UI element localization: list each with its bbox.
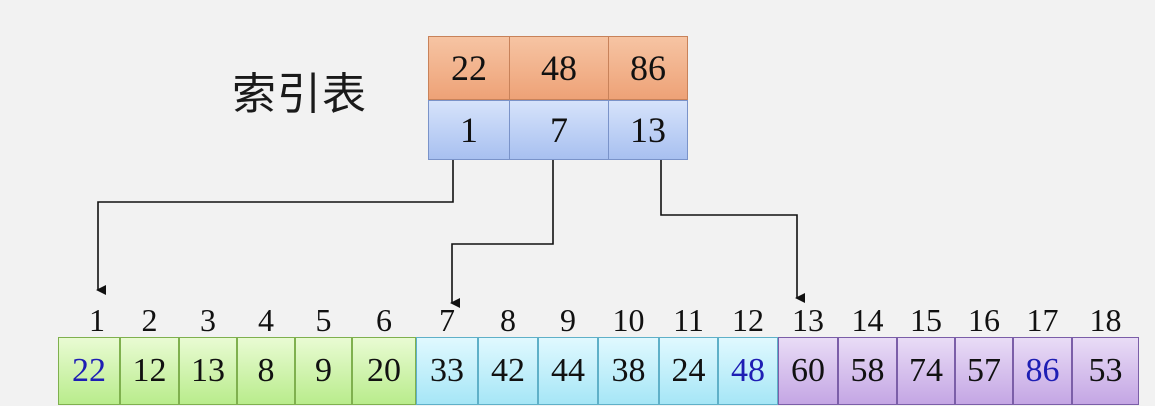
array-index-label: 10 bbox=[612, 302, 645, 338]
array-index-label: 6 bbox=[376, 302, 392, 338]
array-index-label: 5 bbox=[315, 302, 332, 338]
array-cell: 22 bbox=[58, 337, 120, 405]
array-index-label: 16 bbox=[968, 302, 1000, 338]
array-cell: 24 bbox=[659, 337, 718, 405]
index-start-cell: 1 bbox=[428, 100, 510, 160]
array-cell: 74 bbox=[897, 337, 955, 405]
diagram-title: 索引表 bbox=[232, 69, 367, 120]
array-cell: 9 bbox=[295, 337, 352, 405]
array-index-label: 1 bbox=[89, 302, 105, 338]
array-cell: 60 bbox=[778, 337, 838, 405]
array-cell: 86 bbox=[1013, 337, 1072, 405]
array-index-label: 4 bbox=[258, 302, 274, 338]
array-index-label: 12 bbox=[732, 302, 764, 338]
array-cell: 53 bbox=[1072, 337, 1139, 405]
array-cell: 48 bbox=[718, 337, 778, 405]
array-index-label: 14 bbox=[851, 302, 884, 338]
array-index-label: 8 bbox=[500, 302, 516, 338]
array-index-label: 18 bbox=[1089, 302, 1122, 338]
array-cell: 20 bbox=[352, 337, 416, 405]
index-key-cell: 22 bbox=[428, 36, 510, 100]
footer-strip bbox=[0, 406, 1155, 418]
arrow-group-2 bbox=[450, 160, 554, 308]
array-cell: 44 bbox=[538, 337, 598, 405]
arrow-group-1 bbox=[96, 160, 454, 295]
array-cell: 33 bbox=[416, 337, 478, 405]
array-cell: 42 bbox=[478, 337, 538, 405]
index-start-cell: 7 bbox=[509, 100, 609, 160]
array-index-label: 15 bbox=[910, 302, 942, 338]
array-index-label: 13 bbox=[792, 302, 824, 338]
array-cell: 13 bbox=[179, 337, 237, 405]
array-index-label: 3 bbox=[200, 302, 216, 338]
array-index-label: 9 bbox=[560, 302, 576, 338]
array-index-label: 2 bbox=[141, 302, 158, 338]
array-cell: 38 bbox=[598, 337, 659, 405]
array-cell: 12 bbox=[120, 337, 179, 405]
array-index-label: 11 bbox=[673, 302, 704, 338]
index-key-cell: 86 bbox=[608, 36, 688, 100]
array-cell: 8 bbox=[237, 337, 295, 405]
array-cell: 57 bbox=[955, 337, 1013, 405]
arrow-group-3 bbox=[660, 160, 805, 303]
array-index-label: 7 bbox=[439, 302, 455, 338]
array-cell: 58 bbox=[838, 337, 897, 405]
index-start-cell: 13 bbox=[608, 100, 688, 160]
array-index-label: 17 bbox=[1026, 302, 1059, 338]
